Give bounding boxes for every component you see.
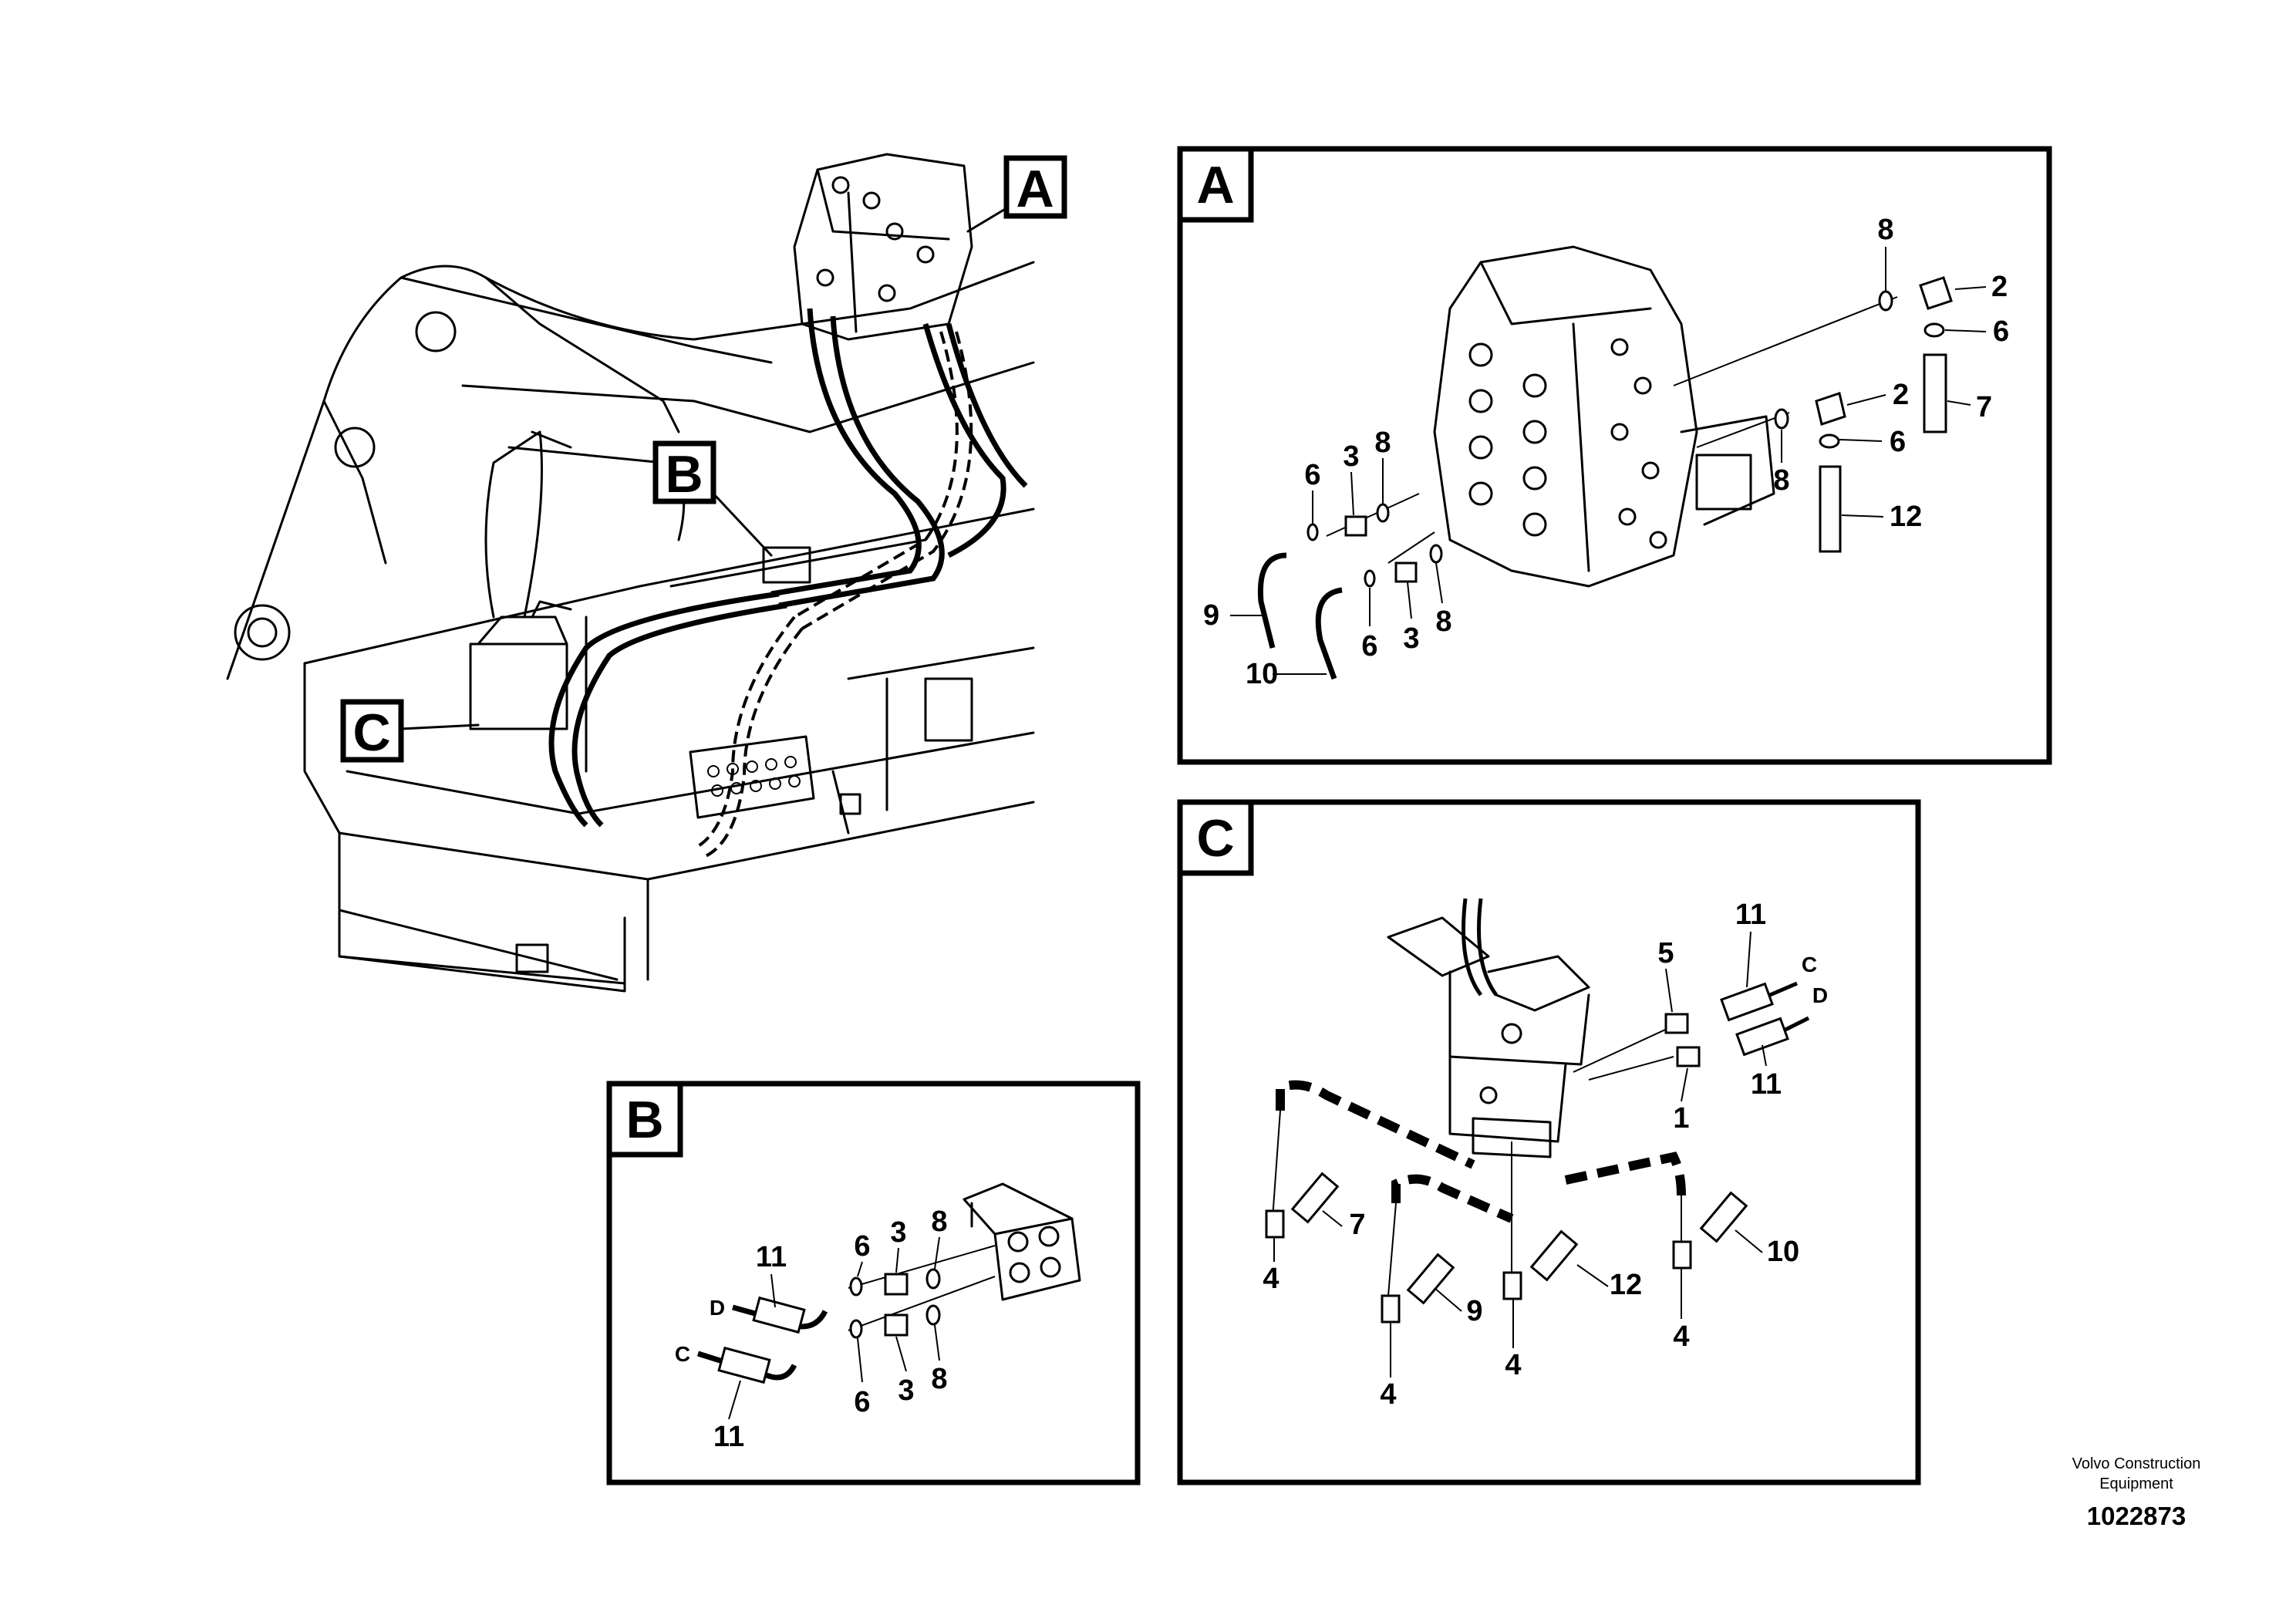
port-label-c: C [675, 1342, 690, 1366]
part-number-label: 6 [854, 1386, 870, 1418]
panel-a-title: A [1196, 156, 1234, 214]
part-number-label: 10 [1767, 1236, 1799, 1268]
part-number-label: 4 [1505, 1349, 1521, 1381]
part-number-label: 3 [890, 1216, 906, 1249]
part-number-label: 11 [713, 1421, 744, 1453]
panel-b-title: B [625, 1091, 663, 1149]
port-label-d: D [710, 1296, 725, 1320]
part-number-label: 8 [1435, 605, 1451, 638]
part-number-label: 9 [1203, 599, 1219, 632]
detail-panel-c: C [1177, 799, 1921, 1485]
part-number-label: 4 [1673, 1320, 1689, 1353]
part-number-label: 4 [1263, 1263, 1279, 1295]
part-number-label: 6 [1361, 630, 1377, 663]
callout-c-overview[interactable]: C [340, 699, 480, 763]
part-number-label: 3 [898, 1374, 914, 1407]
callout-a-label: A [1016, 160, 1054, 218]
part-number-label: 2 [1991, 271, 2008, 303]
part-number-label: 11 [1735, 899, 1766, 931]
part-number-label: 8 [1877, 214, 1893, 246]
part-number-label: 6 [1890, 426, 1906, 458]
port-label-d: D [1812, 983, 1828, 1007]
panel-a-labels: 8 2 6 2 7 6 8 12 6 3 8 9 10 6 3 8 [1203, 214, 2009, 690]
part-number-label: 9 [1466, 1295, 1482, 1327]
callout-b-overview[interactable]: B [652, 440, 773, 557]
drawing-footer: Volvo Construction Equipment 1022873 [2036, 1454, 2237, 1531]
callout-b-label: B [665, 445, 703, 504]
manufacturer-line-2: Equipment [2099, 1475, 2173, 1492]
callout-c-label: C [352, 703, 390, 762]
part-number-label: 6 [1993, 315, 2009, 348]
part-number-label: 12 [1610, 1269, 1642, 1301]
panel-c-title: C [1196, 809, 1234, 868]
part-number-label: 11 [756, 1241, 787, 1273]
port-label-c: C [1802, 953, 1817, 976]
part-number-label: 12 [1890, 501, 1922, 533]
part-number-label: 2 [1893, 379, 1909, 411]
panel-c-labels: 11 5 11 1 7 4 9 4 12 4 10 4 C D [1263, 899, 1828, 1411]
part-number-label: 7 [1349, 1209, 1365, 1241]
part-number-label: 3 [1403, 622, 1419, 655]
part-number-label: 6 [854, 1230, 870, 1263]
part-number-label: 8 [931, 1363, 947, 1395]
machine-overview [226, 153, 1035, 993]
callout-a-overview[interactable]: A [966, 155, 1067, 233]
manufacturer-line-1: Volvo Construction [2072, 1455, 2201, 1472]
part-number-label: 4 [1380, 1378, 1396, 1411]
detail-panel-a: A [1177, 146, 2052, 765]
part-number-label: 5 [1657, 937, 1674, 969]
detail-panel-b: B 11 6 3 8 6 3 8 11 D [606, 1081, 1141, 1485]
part-number-label: 8 [1773, 464, 1789, 497]
part-number-label: 8 [931, 1206, 947, 1238]
part-number-label: 7 [1976, 391, 1992, 423]
part-number-label: 6 [1304, 459, 1320, 491]
part-number-label: 11 [1751, 1068, 1782, 1101]
panel-b-labels: 11 6 3 8 6 3 8 11 D C [675, 1206, 948, 1453]
valve-ports [1468, 338, 1667, 549]
drawing-number: 1022873 [2086, 1502, 2186, 1530]
part-number-label: 3 [1343, 440, 1359, 473]
part-number-label: 8 [1374, 427, 1391, 459]
part-number-label: 1 [1673, 1102, 1689, 1135]
